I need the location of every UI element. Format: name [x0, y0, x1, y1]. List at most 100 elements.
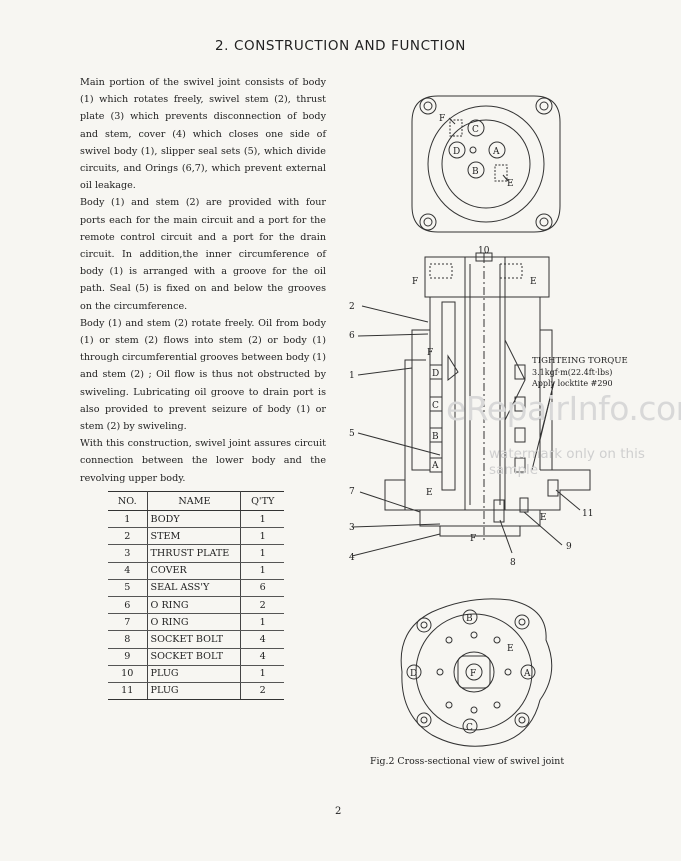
port-label-c-section: C	[432, 401, 439, 411]
callout-4: 4	[349, 553, 355, 563]
cell-qty: 1	[240, 527, 284, 546]
cell-qty: 6	[240, 579, 284, 597]
cell-no: 9	[108, 648, 148, 666]
paragraph-3: Body (1) and stem (2) rotate freely. Oil…	[80, 317, 326, 433]
port-label-d-top: D	[453, 147, 460, 157]
cell-no: 1	[108, 510, 148, 529]
section-view	[384, 252, 591, 540]
watermark-sub: watermark only on this sample	[489, 446, 645, 478]
port-label-e-bottom: E	[507, 644, 514, 654]
cell-no: 2	[108, 527, 148, 546]
port-label-f-section-top: F	[412, 277, 418, 287]
leader-lines	[351, 253, 581, 557]
body-text: Main portion of the swivel joint consist…	[80, 74, 326, 487]
callout-2: 2	[349, 302, 355, 312]
cell-name: PLUG	[147, 665, 242, 683]
callout-10: 10	[478, 246, 490, 256]
cell-name: SOCKET BOLT	[147, 630, 242, 649]
cell-name: THRUST PLATE	[147, 544, 242, 563]
port-label-b-bottom: B	[466, 614, 473, 624]
port-label-e-section-bottom: E	[540, 513, 547, 523]
cell-no: 10	[108, 665, 148, 683]
table-header-row: NO. NAME Q'TY	[108, 491, 284, 511]
port-label-a-top: A	[492, 147, 500, 157]
port-label-b-section: B	[432, 432, 439, 442]
cell-no: 7	[108, 613, 148, 632]
callout-5: 5	[349, 429, 355, 439]
callout-1: 1	[349, 371, 355, 381]
cell-no: 11	[108, 682, 148, 701]
port-label-a-bottom: A	[523, 669, 531, 679]
cell-qty: 2	[240, 596, 284, 615]
paragraph-4: With this construction, swivel joint ass…	[80, 438, 326, 484]
port-label-e-top: E	[507, 179, 514, 189]
bottom-view	[400, 598, 553, 747]
torque-heading: TIGHTEING TORQUE	[532, 356, 628, 366]
callout-6: 6	[349, 331, 355, 341]
cell-name: COVER	[147, 562, 242, 580]
cell-qty: 4	[240, 648, 284, 666]
port-label-f-section: F	[427, 348, 433, 358]
torque-value: 3.1kgf·m(22.4ft·lbs)	[532, 368, 613, 377]
cell-qty: 1	[240, 613, 284, 632]
top-view	[411, 95, 561, 233]
cell-no: 5	[108, 579, 148, 597]
cell-name: STEM	[147, 527, 242, 546]
cell-name: BODY	[147, 510, 242, 529]
cell-qty: 4	[240, 630, 284, 649]
cell-name: PLUG	[147, 682, 242, 701]
port-label-d-section: D	[432, 369, 439, 379]
port-label-a-section: A	[431, 461, 439, 471]
port-label-b-top: B	[472, 167, 479, 177]
cell-name: SOCKET BOLT	[147, 648, 242, 666]
cell-qty: 1	[240, 510, 284, 529]
torque-note: TIGHTEING TORQUE 3.1kgf·m(22.4ft·lbs) Ap…	[532, 356, 628, 389]
cell-qty: 1	[240, 562, 284, 580]
figure-caption: Fig.2 Cross-sectional view of swivel joi…	[370, 756, 565, 767]
cell-qty: 1	[240, 665, 284, 683]
cell-no: 6	[108, 596, 148, 615]
callout-7: 7	[349, 487, 355, 497]
watermark-main: eRepairInfo.com	[446, 389, 681, 428]
port-label-c-top: C	[472, 125, 479, 135]
col-header-name: NAME	[147, 491, 242, 511]
port-label-f-section-bottom: F	[470, 534, 476, 544]
cell-name: SEAL ASS'Y	[147, 579, 242, 597]
callout-8: 8	[510, 558, 516, 568]
drawing-labels: F C D A B E 10 F E 2 6 F 1 D C 5 B A E 7…	[349, 114, 593, 733]
port-label-e-section: E	[426, 488, 433, 498]
page-number: 2	[335, 806, 342, 817]
port-label-f-top: F	[439, 114, 445, 124]
paragraph-2: Body (1) and stem (2) are provided with …	[80, 197, 326, 312]
cell-no: 8	[108, 630, 148, 649]
callout-3: 3	[349, 523, 355, 533]
port-label-d-bottom: D	[410, 669, 417, 679]
port-label-e-section-top: E	[530, 277, 537, 287]
paragraph-1: Main portion of the swivel joint consist…	[80, 77, 326, 192]
col-header-no: NO.	[108, 491, 148, 511]
torque-instruction: Apply locktite #290	[532, 379, 613, 388]
callout-11: 11	[582, 509, 593, 519]
cell-no: 3	[108, 544, 148, 563]
port-label-c-bottom: C	[466, 723, 473, 733]
port-label-f-bottom: F	[470, 669, 476, 679]
cell-qty: 1	[240, 544, 284, 563]
cell-no: 4	[108, 562, 148, 580]
cell-name: O RING	[147, 613, 242, 632]
section-title: 2. CONSTRUCTION AND FUNCTION	[214, 38, 466, 54]
callout-9: 9	[566, 542, 572, 552]
col-header-qty: Q'TY	[240, 491, 284, 511]
